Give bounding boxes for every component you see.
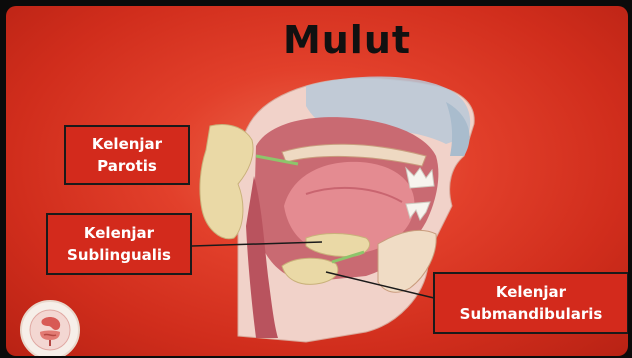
label-line-2: Submandibularis — [435, 303, 627, 325]
label-kelenjar-submandibularis: Kelenjar Submandibularis — [433, 272, 628, 334]
label-line-2: Sublingualis — [48, 244, 190, 266]
digestive-system-icon — [20, 300, 80, 356]
label-line-1: Kelenjar — [435, 281, 627, 303]
slide-title: Mulut — [6, 18, 628, 62]
label-line-1: Kelenjar — [66, 133, 188, 155]
label-kelenjar-parotis: Kelenjar Parotis — [64, 125, 190, 185]
slide: Mulut Kelenjar Parotis Kelenjar Sublingu… — [6, 6, 628, 356]
label-line-1: Kelenjar — [48, 222, 190, 244]
mandible — [378, 230, 436, 292]
label-kelenjar-sublingualis: Kelenjar Sublingualis — [46, 213, 192, 275]
label-line-2: Parotis — [66, 155, 188, 177]
